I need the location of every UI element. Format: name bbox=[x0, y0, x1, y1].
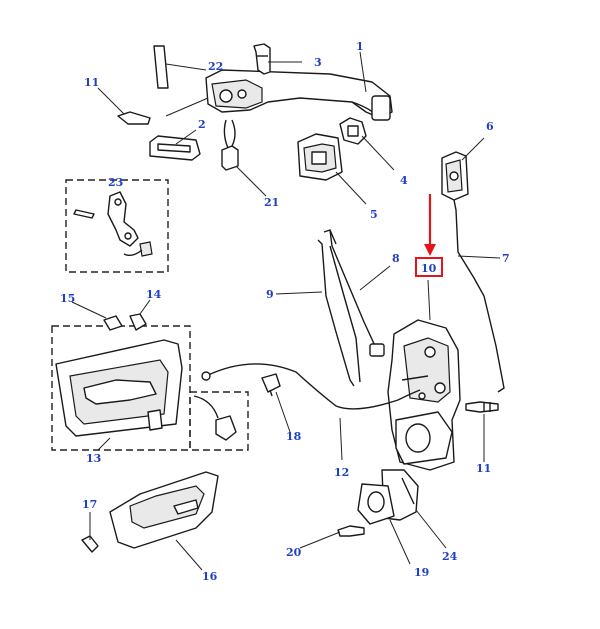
callout-19: 19 bbox=[414, 566, 429, 579]
cable-clip bbox=[261, 373, 281, 397]
callout-11-right: 11 bbox=[476, 462, 491, 475]
callout-7: 7 bbox=[502, 252, 510, 265]
callout-9: 9 bbox=[266, 288, 274, 301]
handle-seal-strip bbox=[153, 45, 169, 89]
callout-1: 1 bbox=[356, 40, 364, 53]
callout-15: 15 bbox=[60, 292, 75, 305]
callout-14: 14 bbox=[146, 288, 162, 301]
callout-labels: 1 2 3 4 5 6 7 8 9 10 11 11 12 13 14 15 1… bbox=[60, 40, 510, 583]
callout-5: 5 bbox=[370, 208, 378, 221]
finisher-screw bbox=[81, 535, 99, 553]
handle-bracket bbox=[339, 117, 367, 145]
interior-handle-finisher bbox=[109, 471, 219, 549]
door-striker bbox=[357, 469, 419, 525]
lock-cylinder bbox=[441, 151, 469, 201]
exterior-handle bbox=[205, 69, 393, 121]
lock-housing bbox=[297, 133, 343, 181]
callout-4: 4 bbox=[400, 174, 408, 187]
callout-17: 17 bbox=[82, 498, 97, 511]
callout-23: 23 bbox=[108, 176, 123, 189]
leader-lines bbox=[71, 51, 501, 571]
callout-24: 24 bbox=[442, 550, 458, 563]
callout-20: 20 bbox=[286, 546, 302, 559]
callout-10: 10 bbox=[421, 262, 437, 275]
callout-3: 3 bbox=[314, 56, 322, 69]
lock-rod bbox=[453, 199, 505, 393]
release-cable bbox=[201, 363, 421, 410]
handle-clip bbox=[253, 43, 271, 75]
latch-screw bbox=[465, 401, 499, 413]
callout-8: 8 bbox=[392, 252, 400, 265]
handle-screws bbox=[103, 313, 147, 331]
detail-box-23 bbox=[65, 179, 169, 273]
inner-rods bbox=[317, 229, 385, 387]
detail-box-13 bbox=[51, 325, 249, 451]
handle-gasket bbox=[149, 135, 201, 161]
callout-12: 12 bbox=[334, 466, 349, 479]
callout-18: 18 bbox=[286, 430, 302, 443]
callout-16: 16 bbox=[202, 570, 218, 583]
door-latch bbox=[387, 319, 461, 471]
callout-6: 6 bbox=[486, 120, 494, 133]
callout-2: 2 bbox=[198, 118, 206, 131]
rod-clip bbox=[221, 119, 239, 171]
callout-21: 21 bbox=[264, 196, 279, 209]
striker-screw bbox=[337, 525, 365, 537]
highlight-marker bbox=[415, 194, 443, 277]
handle-screw bbox=[117, 111, 151, 125]
callout-11-top: 11 bbox=[84, 76, 99, 89]
callout-22: 22 bbox=[208, 60, 223, 73]
callout-13: 13 bbox=[86, 452, 101, 465]
